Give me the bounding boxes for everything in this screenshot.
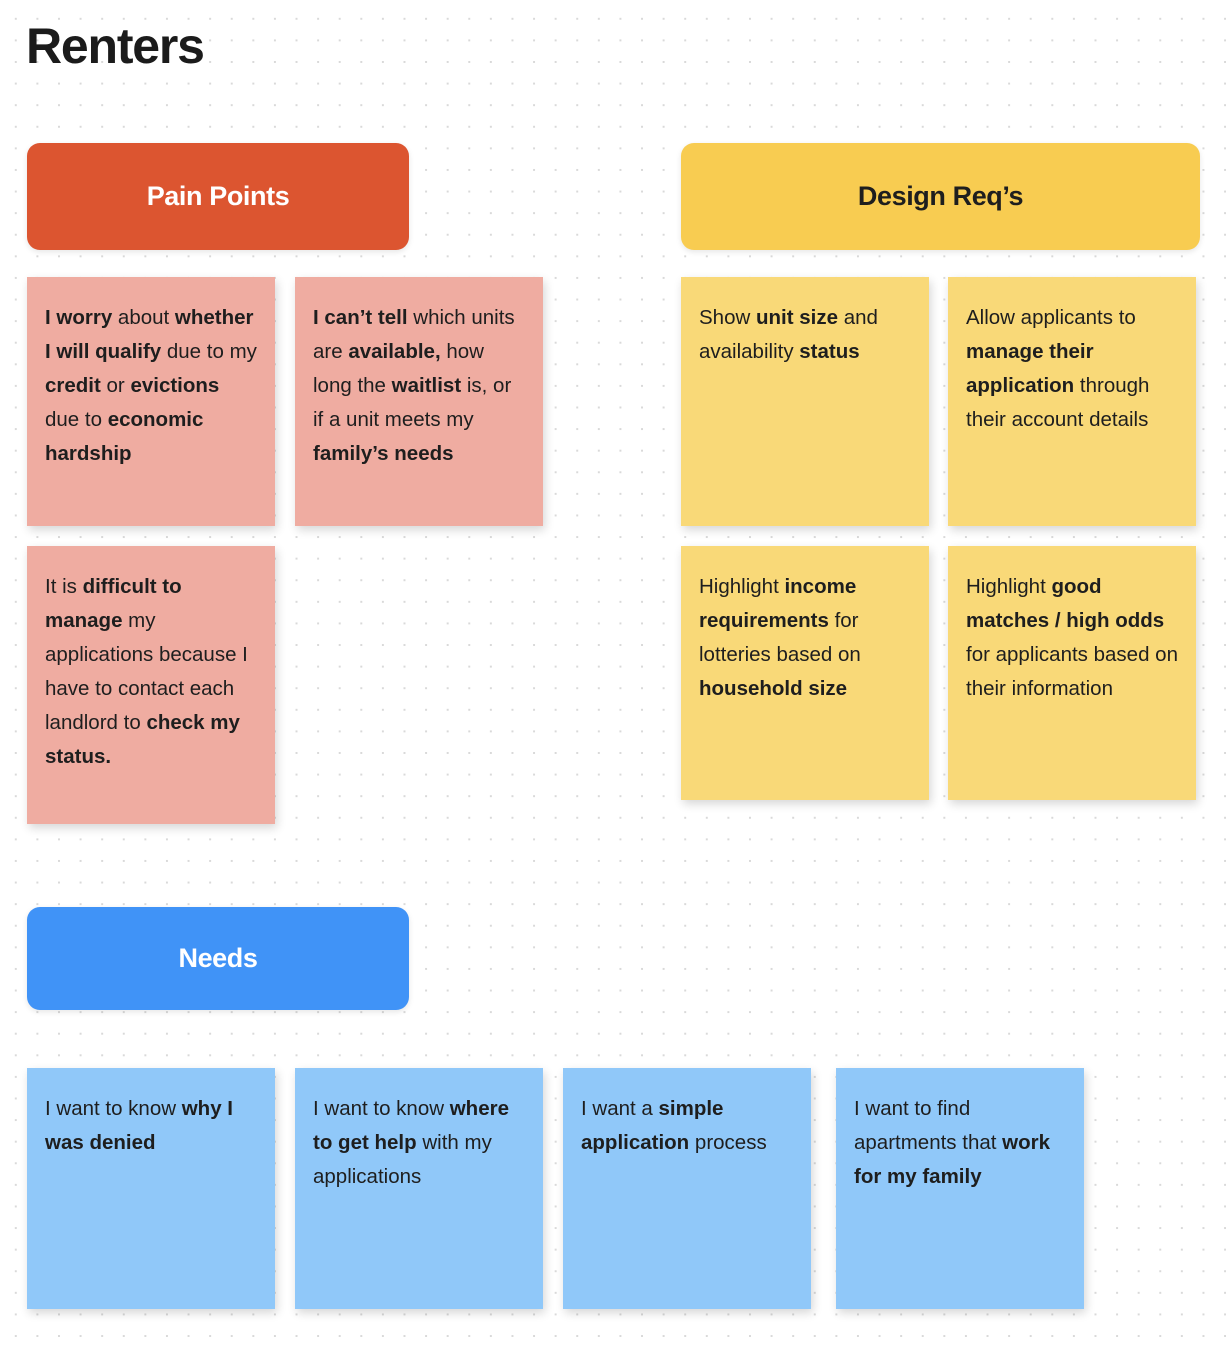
sticky-note[interactable]: Show unit size and availability status [681, 277, 929, 526]
category-header-design-requirements[interactable]: Design Req’s [681, 143, 1200, 250]
category-header-pain-points[interactable]: Pain Points [27, 143, 409, 250]
sticky-note[interactable]: Allow applicants to manage their applica… [948, 277, 1196, 526]
category-header-needs[interactable]: Needs [27, 907, 409, 1010]
sticky-note[interactable]: It is difficult to manage my application… [27, 546, 275, 824]
category-header-pain-points-label: Pain Points [146, 181, 290, 211]
category-header-needs-label: Needs [178, 943, 258, 973]
sticky-note[interactable]: I can’t tell which units are available, … [295, 277, 543, 526]
sticky-note[interactable]: I want to know why I was denied [27, 1068, 275, 1309]
category-header-design-requirements-label: Design Req’s [857, 181, 1024, 211]
page-title: Renters [26, 18, 205, 74]
sticky-note[interactable]: I want to know where to get help with my… [295, 1068, 543, 1309]
sticky-note[interactable]: I want a simple application process [563, 1068, 811, 1309]
sticky-note[interactable]: Highlight income requirements for lotter… [681, 546, 929, 800]
sticky-note[interactable]: Highlight good matches / high odds for a… [948, 546, 1196, 800]
sticky-note[interactable]: I want to find apartments that work for … [836, 1068, 1084, 1309]
sticky-note[interactable]: I worry about whether I will qualify due… [27, 277, 275, 526]
